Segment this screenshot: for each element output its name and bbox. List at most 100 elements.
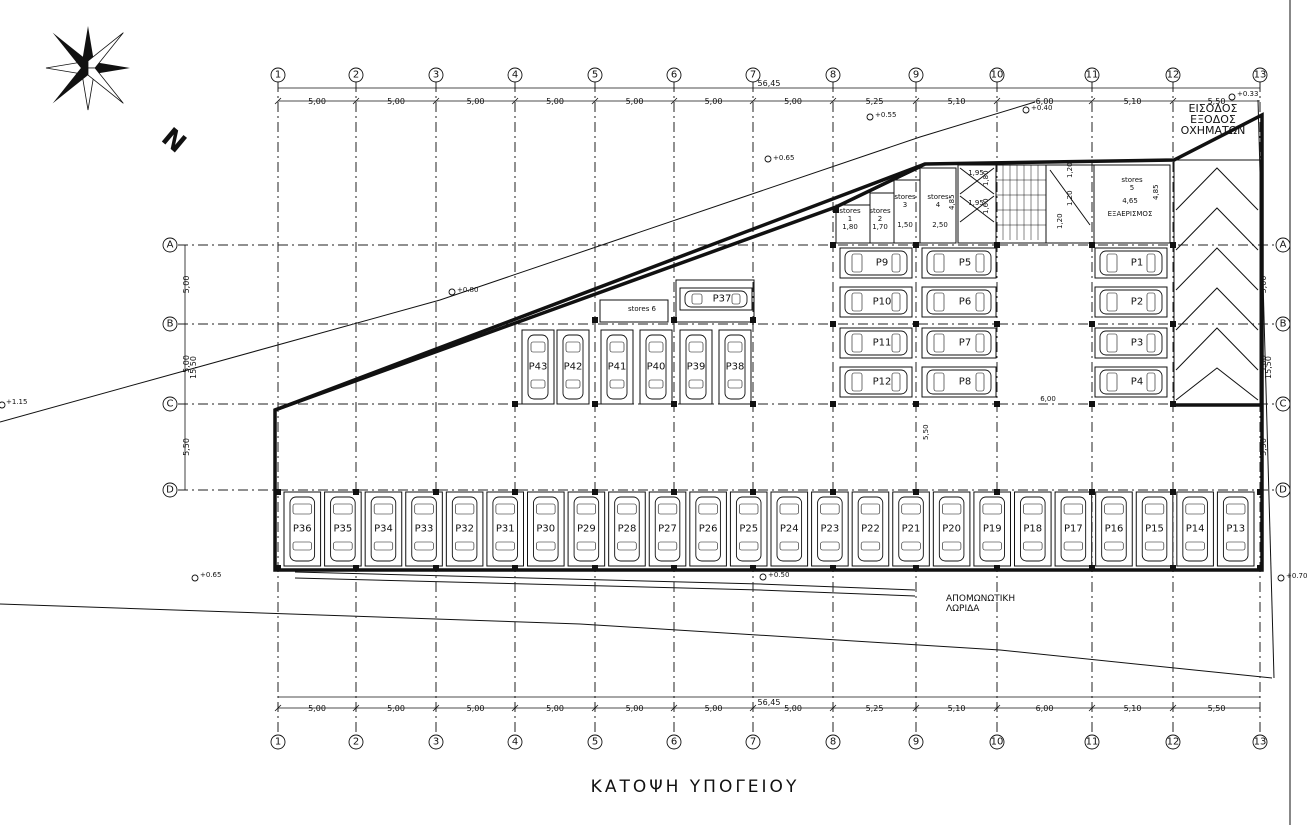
svg-text:+0.80: +0.80 — [457, 286, 478, 294]
parking-space-label: P31 — [496, 524, 515, 535]
grid-row-label: B — [167, 319, 174, 330]
parking-space-label: P10 — [873, 297, 892, 308]
svg-text:stores: stores — [839, 207, 861, 215]
grid-column-label: 7 — [750, 737, 756, 748]
svg-text:2,50: 2,50 — [932, 221, 948, 229]
parking-space-label: P14 — [1186, 524, 1205, 535]
column-spacing-label: 5,10 — [1124, 704, 1142, 713]
svg-text:3: 3 — [903, 201, 907, 209]
parking-space: P2 — [1094, 286, 1168, 318]
grid-column-label: 4 — [512, 70, 518, 81]
column-spacing-label: 5,00 — [308, 704, 326, 713]
grid-bubble — [1252, 734, 1268, 750]
parking-space: P4 — [1094, 366, 1168, 398]
svg-text:+1.15: +1.15 — [6, 398, 27, 406]
parking-space: P39 — [679, 329, 713, 405]
column-spacing-label: 5,00 — [626, 704, 644, 713]
parking-space-label: P4 — [1131, 377, 1143, 388]
grid-bubble — [825, 734, 841, 750]
grid-bubble — [162, 482, 178, 498]
parking-space-label: P8 — [959, 377, 971, 388]
parking-space-label: P1 — [1131, 258, 1143, 269]
svg-text:1,20: 1,20 — [1066, 190, 1074, 206]
parking-space-label: P37 — [713, 294, 732, 305]
parking-space-label: P28 — [618, 524, 637, 535]
buffer-strip-label: ΑΠΟΜΩΝΩΤΙΚΗ ΛΩΡΙΔΑ — [946, 594, 1015, 614]
parking-space: P24 — [770, 491, 809, 567]
grid-column-label: 12 — [1167, 737, 1180, 748]
grid-column-label: 8 — [830, 70, 836, 81]
site-boundary-south — [0, 603, 1273, 679]
parking-space: P5 — [921, 247, 997, 279]
parking-space-label: P40 — [647, 362, 666, 373]
svg-text:stores: stores — [1121, 176, 1143, 184]
diagonal-wall — [274, 162, 926, 412]
parking-space: P14 — [1176, 491, 1214, 567]
grid-bubble — [1165, 734, 1181, 750]
svg-text:1,20: 1,20 — [1066, 162, 1074, 178]
svg-text:1: 1 — [848, 215, 852, 223]
parking-space: P33 — [405, 491, 443, 567]
svg-text:stores: stores — [894, 193, 916, 201]
parking-space-label: P5 — [959, 258, 971, 269]
svg-text:+0.70: +0.70 — [1286, 572, 1307, 580]
svg-text:1,20: 1,20 — [1056, 213, 1064, 229]
svg-text:1,95: 1,95 — [968, 199, 984, 207]
grid-column-label: 1 — [275, 737, 281, 748]
column-spacing-label: 5,10 — [948, 97, 966, 106]
parking-space: P9 — [839, 247, 913, 279]
grid-column-label: 11 — [1086, 737, 1099, 748]
grid-bubble — [428, 734, 444, 750]
parking-space: P19 — [973, 491, 1012, 567]
grid-column-label: 5 — [592, 70, 598, 81]
grid-bubble — [587, 67, 603, 83]
svg-text:1,80: 1,80 — [842, 223, 858, 231]
parking-space-label: P23 — [820, 524, 839, 535]
svg-text:4: 4 — [936, 201, 941, 209]
svg-text:1,95: 1,95 — [968, 169, 984, 177]
parking-space-label: P12 — [873, 377, 892, 388]
grid-bubble — [1084, 67, 1100, 83]
grid-bubble — [162, 316, 178, 332]
grid-bubble — [666, 734, 682, 750]
svg-text:stores: stores — [869, 207, 891, 215]
parking-space: P15 — [1135, 491, 1174, 567]
column-spacing-label: 5,25 — [866, 97, 884, 106]
vehicle-ramp — [1173, 159, 1261, 407]
parking-space: P25 — [729, 491, 768, 567]
parking-space: P21 — [892, 491, 930, 567]
row-total-label: 15,50 — [1264, 356, 1273, 379]
overall-dimension: 56,45 — [758, 698, 781, 707]
parking-space-label: P20 — [942, 524, 961, 535]
parking-space: P6 — [921, 286, 997, 318]
stair-core — [995, 164, 1047, 244]
svg-text:ΕΞΟΔΟΣ: ΕΞΟΔΟΣ — [1190, 113, 1236, 126]
parking-space-label: P38 — [726, 362, 745, 373]
grid-row-label: D — [1279, 485, 1287, 496]
grid-column-label: 2 — [353, 70, 359, 81]
column-spacing-label: 5,00 — [705, 97, 723, 106]
grid-bubble — [1275, 482, 1291, 498]
parking-space: P42 — [556, 329, 590, 405]
parking-space: P26 — [689, 491, 727, 567]
north-arrow-icon: N — [45, 26, 192, 159]
grid-column-label: 7 — [750, 70, 756, 81]
grid-row-label: A — [1280, 240, 1287, 251]
grid-bubble — [1275, 316, 1291, 332]
parking-space-label: P17 — [1064, 524, 1083, 535]
parking-space-label: P11 — [873, 338, 892, 349]
parking-space: P12 — [839, 366, 913, 398]
svg-text:ΛΩΡΙΔΑ: ΛΩΡΙΔΑ — [946, 604, 980, 614]
row-spacing-label: 5,00 — [182, 355, 191, 373]
site-boundary-north — [0, 101, 1036, 423]
svg-text:+0.50: +0.50 — [768, 571, 789, 579]
grid-column-label: 2 — [353, 737, 359, 748]
parking-space-label: P9 — [876, 258, 888, 269]
parking-space: P30 — [527, 491, 565, 567]
svg-text:N: N — [156, 122, 192, 159]
parking-space-label: P19 — [983, 524, 1002, 535]
column-spacing-label: 5,00 — [546, 97, 564, 106]
parking-space-label: P33 — [415, 524, 434, 535]
